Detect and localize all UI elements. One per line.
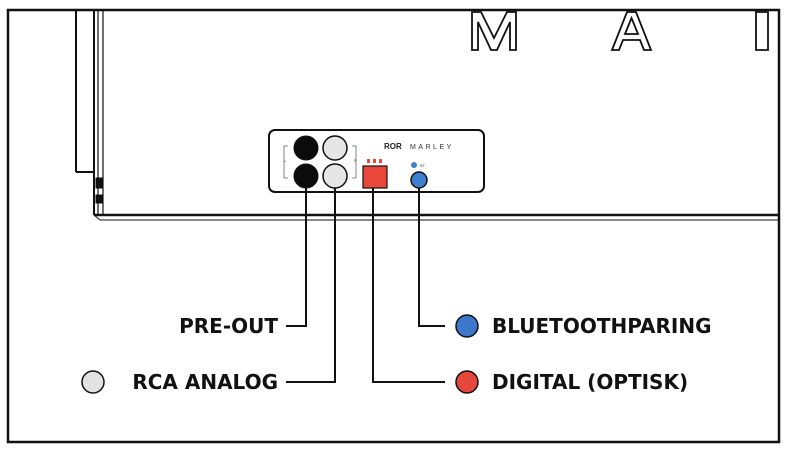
pre-out-jack-bottom: [293, 163, 319, 189]
bluetooth-pairing-label: BLUETOOTHPARING: [492, 314, 712, 338]
pre-out-label: PRE-OUT: [179, 314, 278, 338]
device-cabinet: [75, 10, 779, 221]
legend-blue-dot: [455, 314, 479, 338]
rca-jack-top: [322, 135, 348, 161]
pre-out-jack-top: [293, 135, 319, 161]
callout-lines: [286, 188, 445, 383]
svg-text:R: R: [354, 158, 357, 163]
legend-gray-dot: [81, 370, 105, 394]
outer-frame: [6, 8, 781, 444]
rca-analog-label: RCA ANALOG: [132, 370, 278, 394]
cabinet-lettering: [471, 11, 769, 51]
svg-text:L: L: [284, 158, 287, 163]
legend-red-dot: [455, 370, 479, 394]
brand-name: MARLEY: [410, 144, 454, 151]
bluetooth-callout-line: [418, 188, 445, 327]
pre-out-callout-line: [286, 188, 307, 327]
rca-jack-bottom: [322, 163, 348, 189]
digital-optical-port: [362, 159, 388, 189]
rca-analog-callout-line: [286, 188, 336, 383]
digital-label: DIGITAL (OPTISK): [492, 370, 688, 394]
brand-logo: ROR: [384, 142, 402, 151]
digital-callout-line: [372, 188, 445, 383]
svg-text:BT: BT: [420, 163, 426, 168]
